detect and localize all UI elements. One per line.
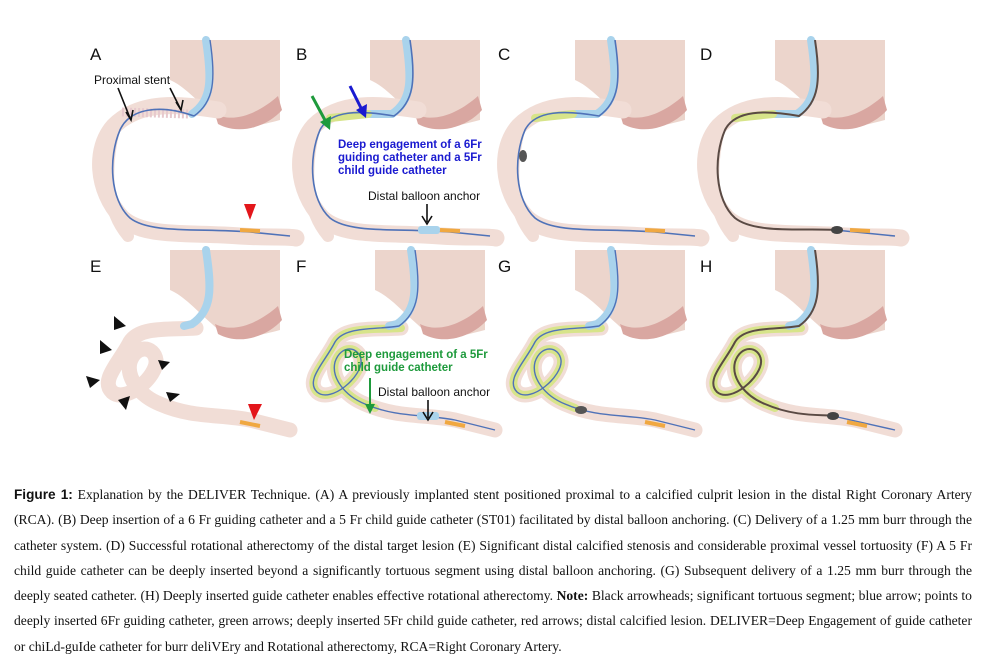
figure-illustration: A Proximal stent B bbox=[86, 36, 985, 438]
black-arrowhead bbox=[166, 392, 180, 402]
black-arrowhead bbox=[118, 396, 130, 410]
label-f-deep-line2: child guide catheter bbox=[344, 362, 453, 374]
panel-e: E bbox=[86, 246, 298, 438]
panel-letter-e: E bbox=[90, 257, 101, 276]
panel-letter-f: F bbox=[296, 257, 306, 276]
panel-b: B Deep engagement of a 6Fr guiding cathe… bbox=[296, 36, 496, 238]
black-arrowhead bbox=[86, 376, 100, 388]
panel-letter-b: B bbox=[296, 45, 307, 64]
green-arrow-b bbox=[310, 95, 328, 123]
panel-letter-d: D bbox=[700, 45, 712, 64]
blue-arrow-b bbox=[348, 85, 364, 111]
label-distal-balloon-anchor-b: Distal balloon anchor bbox=[368, 189, 480, 203]
black-arrowhead bbox=[100, 340, 112, 354]
panel-g: G bbox=[498, 246, 703, 438]
arrow-stent-left bbox=[117, 87, 131, 119]
caption-note-label: Note: bbox=[556, 588, 589, 604]
label-proximal-stent: Proximal stent bbox=[94, 73, 171, 87]
red-arrowhead-a bbox=[244, 204, 256, 220]
panel-d: D bbox=[700, 36, 901, 238]
panel-h: H bbox=[700, 246, 903, 438]
panel-f: F Deep engagement of a 5Fr child guide c… bbox=[296, 246, 503, 438]
panel-c: C bbox=[498, 36, 701, 238]
label-b-deep-line3: child guide catheter bbox=[338, 165, 447, 177]
black-arrowhead bbox=[158, 360, 170, 370]
label-b-deep-line2: guiding catheter and a 5Fr bbox=[338, 152, 482, 164]
caption-label: Figure 1: bbox=[14, 487, 73, 502]
panel-a: A Proximal stent bbox=[90, 36, 296, 238]
label-f-deep-line1: Deep engagement of a 5Fr bbox=[344, 349, 488, 361]
label-b-deep-line1: Deep engagement of a 6Fr bbox=[338, 139, 482, 151]
panel-letter-g: G bbox=[498, 257, 511, 276]
panel-letter-c: C bbox=[498, 45, 510, 64]
black-arrowhead bbox=[114, 316, 126, 330]
panel-letter-a: A bbox=[90, 45, 102, 64]
figure-caption: Figure 1: Explanation by the DELIVER Tec… bbox=[14, 482, 972, 659]
caption-note-text: Black arrowheads; significant tortuous s… bbox=[14, 588, 972, 654]
caption-text: Explanation by the DELIVER Technique. (A… bbox=[14, 487, 972, 604]
label-distal-balloon-anchor-f: Distal balloon anchor bbox=[378, 385, 490, 399]
panel-letter-h: H bbox=[700, 257, 712, 276]
red-arrowhead-e bbox=[248, 404, 262, 420]
